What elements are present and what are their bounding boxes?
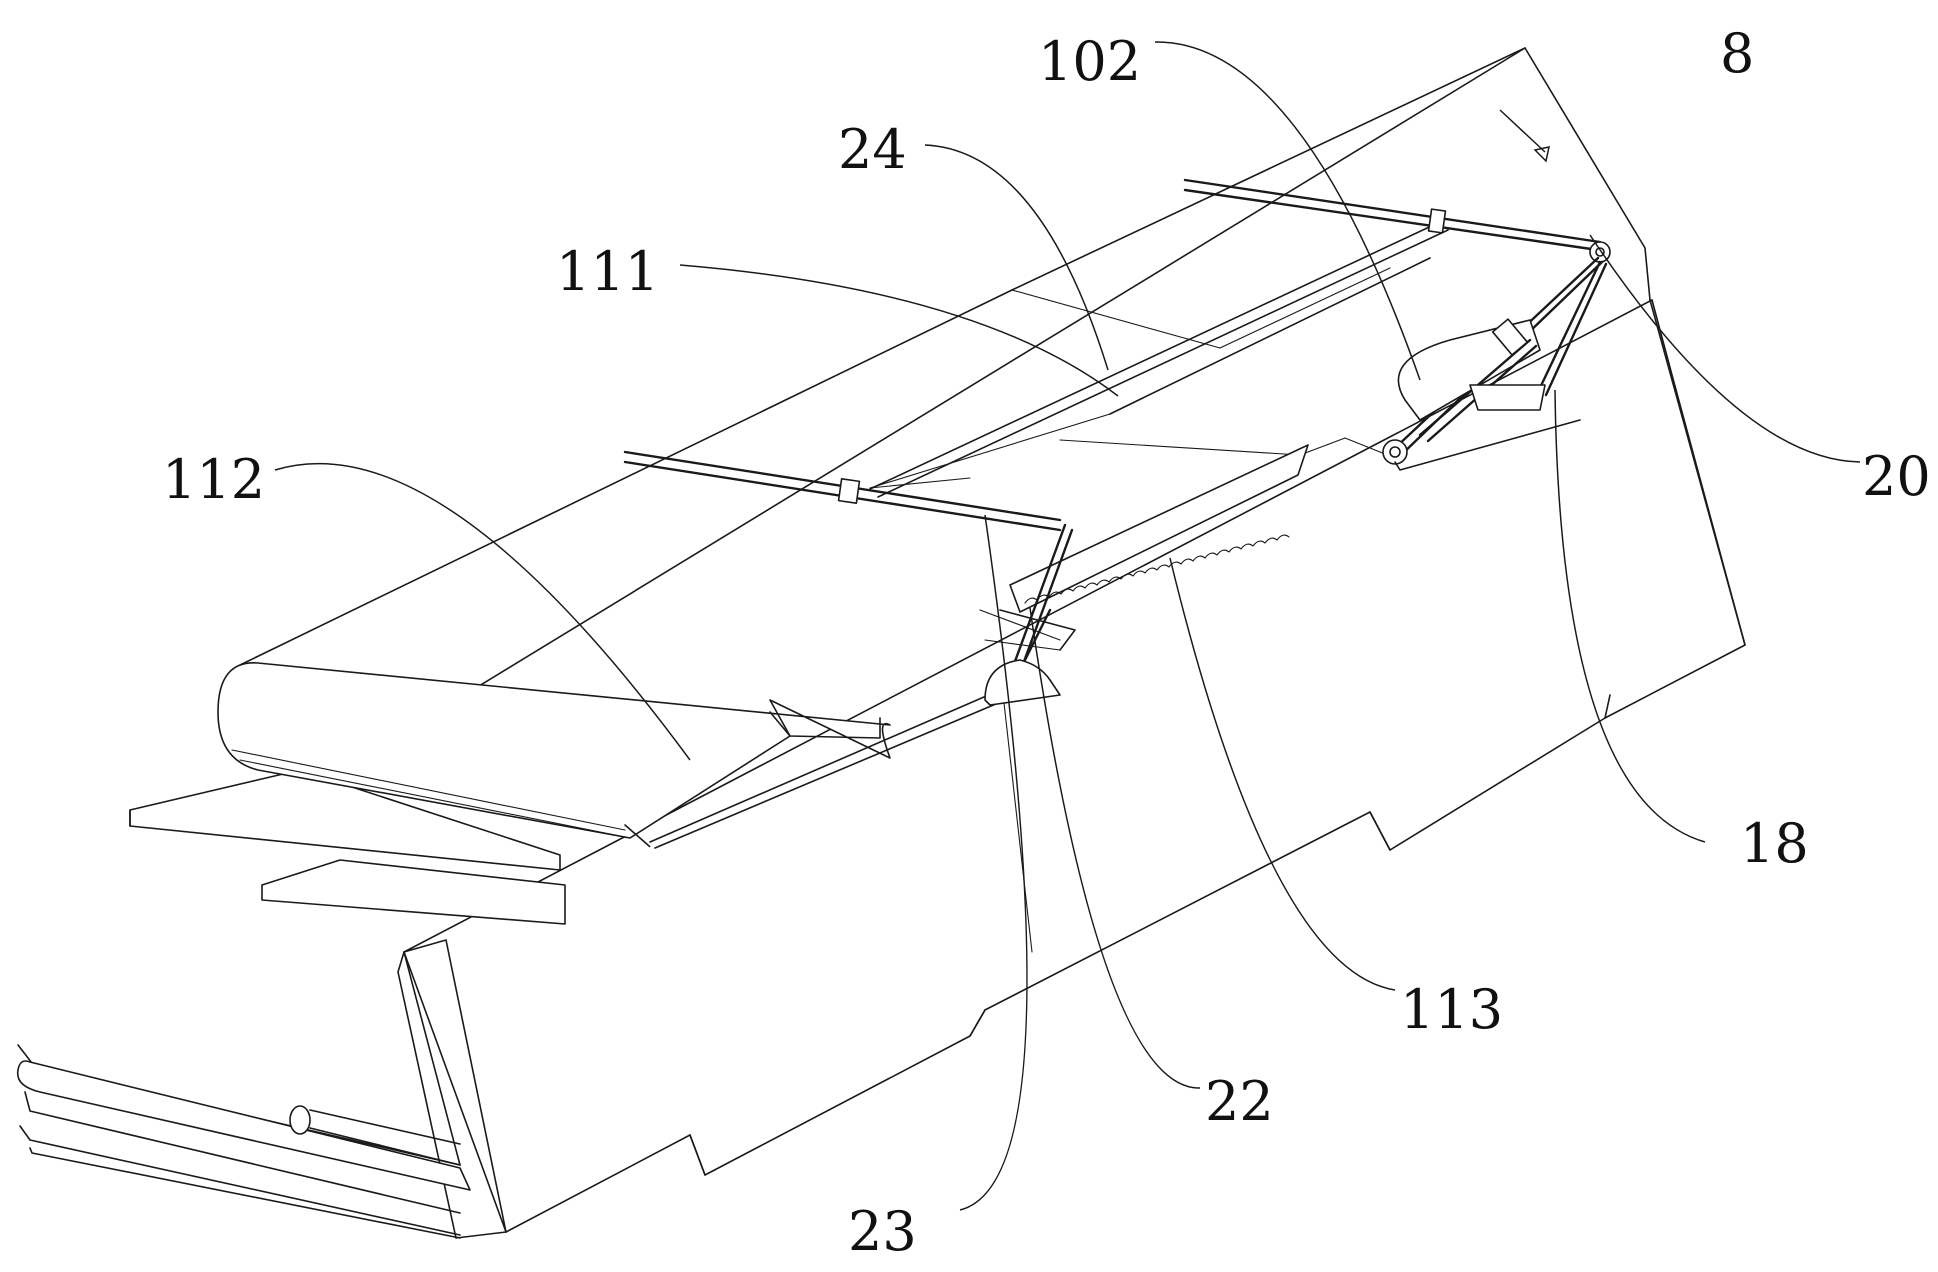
leader-24 xyxy=(924,144,1109,371)
leader-23 xyxy=(959,514,1028,1211)
label-113: 113 xyxy=(1400,978,1503,1041)
label-20: 20 xyxy=(1862,445,1931,508)
label-112: 112 xyxy=(162,448,265,511)
leader-112 xyxy=(274,462,691,761)
label-18: 18 xyxy=(1740,812,1809,875)
leader-lines xyxy=(274,41,1861,1211)
top-panels xyxy=(217,47,1526,849)
leader-22 xyxy=(1029,607,1201,1089)
leader-113 xyxy=(1169,557,1396,991)
gear-rack xyxy=(1009,444,1309,613)
housing-body xyxy=(16,47,1746,1239)
upper-actuator xyxy=(1183,178,1611,471)
leader-8 xyxy=(1499,109,1546,153)
label-22: 22 xyxy=(1205,1070,1274,1133)
label-102: 102 xyxy=(1038,30,1141,93)
label-111: 111 xyxy=(556,240,659,303)
label-8: 8 xyxy=(1720,22,1754,85)
reference-labels: 8 102 24 111 112 20 18 113 22 23 xyxy=(162,22,1931,1263)
label-24: 24 xyxy=(838,118,907,181)
leader-18 xyxy=(1554,389,1706,843)
lower-actuator xyxy=(623,450,1076,706)
leader-111 xyxy=(679,264,1119,397)
label-23: 23 xyxy=(848,1200,917,1263)
leader-102 xyxy=(1154,41,1421,381)
leader-20 xyxy=(1589,234,1861,463)
